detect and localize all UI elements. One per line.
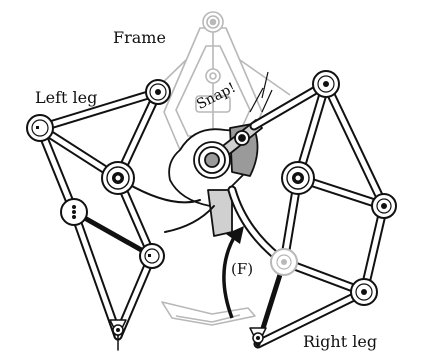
left-leg-label: Left leg bbox=[35, 90, 97, 106]
frame-label: Frame bbox=[113, 30, 166, 46]
force-label: (F) bbox=[231, 262, 253, 277]
right-leg-label: Right leg bbox=[303, 334, 377, 350]
